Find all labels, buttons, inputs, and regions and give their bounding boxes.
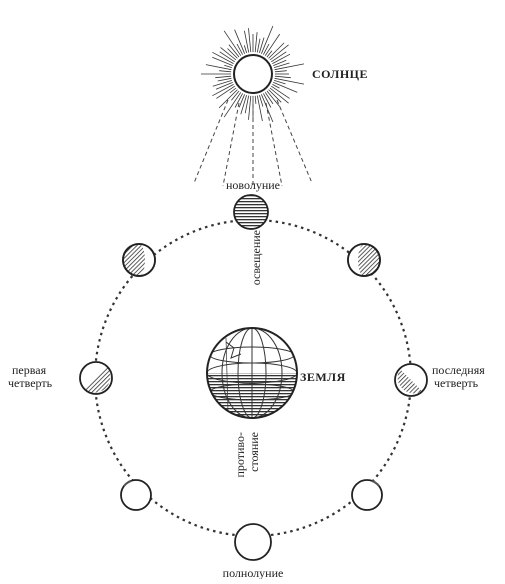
sun-ray [265, 34, 280, 56]
last-quarter-label-1: последняя [432, 363, 485, 377]
sun-ray [275, 64, 304, 70]
sun-ray [213, 80, 232, 86]
opposition-label-1: противо- [233, 432, 247, 478]
moon-waxing-gibbous [121, 480, 151, 510]
earth-label: ЗЕМЛЯ [300, 370, 346, 384]
moon-waning-crescent [348, 244, 380, 276]
sun-ray [244, 31, 248, 53]
moon-last-quarter [395, 364, 427, 396]
first-quarter-label-2: четверть [8, 376, 53, 390]
sun-ray [261, 94, 273, 122]
sun-ray [219, 90, 237, 108]
sun-ray [244, 45, 246, 53]
opposition-label-2: стояние [247, 432, 261, 472]
moon-first-quarter [80, 362, 112, 394]
first-quarter-label-1: первая [12, 363, 47, 377]
sun-label: СОЛНЦЕ [312, 67, 368, 81]
sun-ray [237, 44, 243, 55]
sun-ray [263, 44, 269, 55]
sun-ray [275, 76, 291, 78]
moon-new [230, 192, 272, 232]
sun-ray [235, 30, 245, 54]
sun-ray [257, 96, 262, 122]
moon-waxing-crescent [123, 244, 155, 276]
sunlight-beams [194, 100, 312, 186]
sun-ray [219, 71, 231, 72]
sun-ray [231, 91, 239, 100]
sun-ray [275, 71, 287, 72]
last-quarter-label-2: четверть [434, 376, 479, 390]
sun-ray [255, 32, 257, 52]
sun-ray [275, 78, 304, 84]
moon-waning-gibbous [352, 480, 382, 510]
daylight-side-label: освещение [249, 230, 263, 285]
sun-ray [206, 65, 232, 70]
new-moon-label: новолуние [226, 178, 280, 192]
sun-disk [234, 55, 272, 93]
full-moon-label: полнолуние [223, 566, 284, 579]
sun-ray [218, 78, 232, 81]
sun-ray [255, 96, 256, 104]
sun-ray [249, 28, 251, 52]
earth-globe [200, 328, 310, 423]
sun-ray [224, 65, 232, 67]
sun-ray [215, 76, 231, 78]
sun-ray [257, 39, 260, 53]
moon-full [235, 524, 271, 560]
sun-ray [249, 96, 251, 120]
